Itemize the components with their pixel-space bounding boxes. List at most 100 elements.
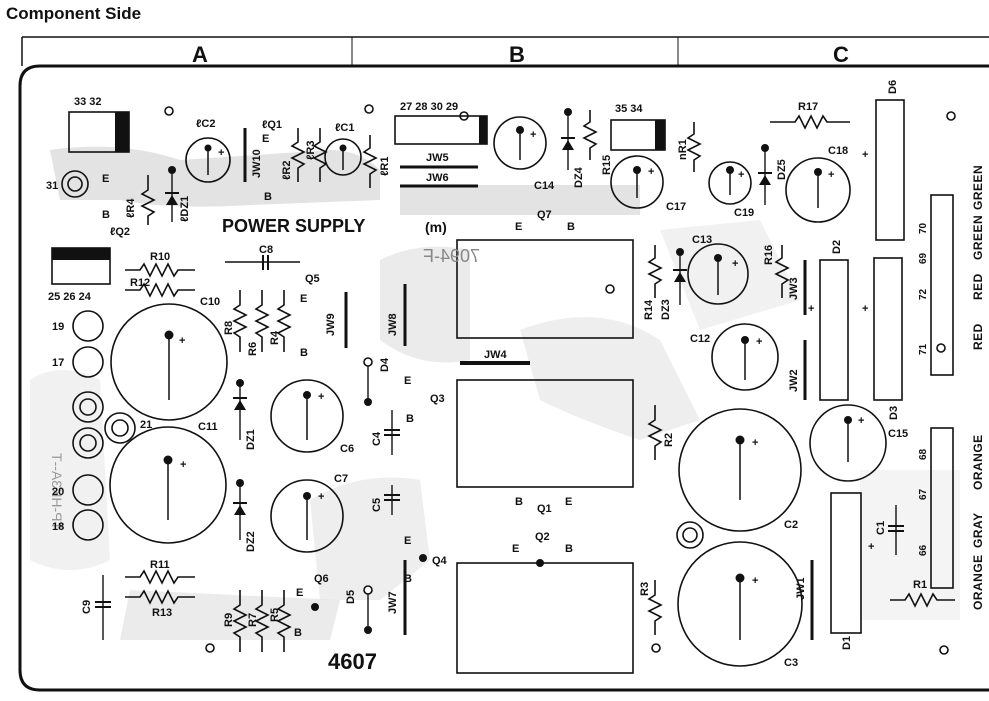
svg-text:JW4: JW4 bbox=[484, 349, 508, 361]
svg-text:E: E bbox=[102, 173, 109, 185]
terminal-block-25-24: 25 26 24 bbox=[48, 247, 111, 303]
svg-text:C4: C4 bbox=[371, 431, 383, 446]
svg-text:ORANGE: ORANGE bbox=[971, 434, 985, 490]
svg-text:+: + bbox=[752, 575, 758, 587]
capacitor-c9: C9 bbox=[81, 575, 111, 640]
svg-text:DZ2: DZ2 bbox=[245, 531, 257, 552]
svg-text:GREEN: GREEN bbox=[971, 215, 985, 260]
transistor-q1-heatsink: B E Q1 bbox=[456, 379, 634, 515]
svg-text:C14: C14 bbox=[534, 180, 555, 192]
capacitor-c19: + C19 bbox=[708, 161, 754, 219]
svg-text:ℓDZ1: ℓDZ1 bbox=[179, 196, 191, 222]
svg-text:Q6: Q6 bbox=[314, 573, 329, 585]
svg-text:E: E bbox=[300, 293, 307, 305]
diode-d2: D2 + bbox=[808, 240, 849, 401]
diode-d3: D3 + bbox=[862, 257, 903, 420]
svg-text:C7: C7 bbox=[334, 473, 348, 485]
svg-text:31: 31 bbox=[46, 180, 58, 192]
svg-text:25 26 24: 25 26 24 bbox=[48, 291, 92, 303]
svg-text:R12: R12 bbox=[130, 277, 150, 289]
svg-text:+: + bbox=[828, 169, 834, 181]
svg-text:+: + bbox=[862, 149, 868, 161]
svg-text:C9: C9 bbox=[81, 600, 93, 614]
svg-text:D4: D4 bbox=[379, 357, 391, 372]
svg-text:R10: R10 bbox=[150, 251, 170, 263]
svg-text:R3: R3 bbox=[639, 582, 651, 596]
board-title: POWER SUPPLY bbox=[222, 216, 365, 236]
svg-text:+: + bbox=[318, 491, 324, 503]
svg-text:66: 66 bbox=[918, 544, 929, 556]
svg-text:R8: R8 bbox=[223, 321, 235, 335]
svg-text:JW10: JW10 bbox=[251, 149, 263, 178]
svg-text:68: 68 bbox=[918, 448, 929, 460]
svg-text:R17: R17 bbox=[798, 101, 818, 113]
svg-text:R1: R1 bbox=[913, 579, 927, 591]
svg-text:B: B bbox=[404, 573, 412, 585]
capacitor-c10: + C10 bbox=[110, 296, 228, 421]
wire-colour-labels: GREEN GREEN RED RED ORANGE GRAY ORANGE bbox=[971, 165, 985, 610]
capacitor-lc1: ℓC1 bbox=[324, 122, 362, 176]
svg-text:Q3: Q3 bbox=[430, 393, 445, 405]
svg-text:+: + bbox=[862, 303, 868, 315]
column-header-bar: A B C bbox=[21, 36, 989, 67]
capacitor-c6: + C6 bbox=[270, 379, 354, 455]
svg-text:B: B bbox=[565, 543, 573, 555]
capacitor-lc2: + ℓC2 bbox=[185, 118, 231, 183]
terminal-block-27-30: 27 28 30 29 bbox=[394, 101, 488, 145]
svg-text:ℓC1: ℓC1 bbox=[335, 122, 354, 134]
svg-text:70: 70 bbox=[918, 222, 929, 234]
svg-text:R15: R15 bbox=[601, 155, 613, 175]
svg-text:D2: D2 bbox=[831, 240, 843, 254]
transistor-q2-heatsink: E Q2 B bbox=[456, 531, 634, 674]
svg-text:ℓR1: ℓR1 bbox=[379, 157, 391, 176]
svg-text:RED: RED bbox=[971, 273, 985, 300]
mirror-text-1: 7094-F bbox=[423, 246, 480, 266]
svg-text:R14: R14 bbox=[643, 299, 655, 320]
terminal-block-33-32: 33 32 bbox=[68, 96, 130, 153]
svg-text:RED: RED bbox=[971, 323, 985, 350]
svg-text:D5: D5 bbox=[345, 590, 357, 604]
svg-text:R13: R13 bbox=[152, 607, 172, 619]
svg-text:E: E bbox=[512, 543, 519, 555]
svg-text:D3: D3 bbox=[888, 406, 900, 420]
svg-text:ℓR2: ℓR2 bbox=[281, 161, 293, 180]
svg-text:B: B bbox=[567, 221, 575, 233]
svg-text:+: + bbox=[318, 391, 324, 403]
svg-text:DZ4: DZ4 bbox=[573, 166, 585, 188]
svg-text:R16: R16 bbox=[763, 245, 775, 265]
capacitor-c4: C4 bbox=[371, 410, 400, 455]
svg-text:C3: C3 bbox=[784, 657, 798, 669]
svg-text:B: B bbox=[264, 191, 272, 203]
connector-70-71: 70 69 72 71 bbox=[918, 194, 954, 376]
svg-text:B: B bbox=[102, 209, 110, 221]
svg-text:E: E bbox=[404, 535, 411, 547]
capacitor-c17: + C17 bbox=[610, 155, 686, 213]
svg-text:72: 72 bbox=[918, 288, 929, 300]
capacitor-c13: + C13 bbox=[687, 234, 749, 305]
capacitor-c3: + C3 bbox=[677, 541, 803, 669]
svg-text:C6: C6 bbox=[340, 443, 354, 455]
svg-text:R9: R9 bbox=[223, 613, 235, 627]
svg-text:67: 67 bbox=[918, 488, 929, 500]
capacitor-c5: C5 bbox=[371, 485, 400, 515]
svg-text:B: B bbox=[294, 627, 302, 639]
svg-text:ℓR4: ℓR4 bbox=[125, 198, 137, 218]
resistor-labels: R10 R12 R11 R13 R8 R6 R4 R9 R7 R5 ℓR4 ℓR… bbox=[125, 101, 927, 627]
svg-text:71: 71 bbox=[918, 343, 929, 355]
svg-text:ℓQ2: ℓQ2 bbox=[110, 226, 130, 238]
svg-text:C11: C11 bbox=[198, 421, 218, 433]
svg-text:JW2: JW2 bbox=[788, 369, 800, 392]
capacitor-c1: C1 bbox=[875, 505, 904, 555]
svg-text:DZ3: DZ3 bbox=[660, 299, 672, 320]
svg-text:Q2: Q2 bbox=[535, 531, 550, 543]
svg-text:C17: C17 bbox=[666, 201, 686, 213]
svg-text:Q4: Q4 bbox=[432, 555, 448, 567]
svg-text:+: + bbox=[180, 459, 186, 471]
svg-text:JW7: JW7 bbox=[387, 591, 399, 614]
svg-text:JW9: JW9 bbox=[325, 313, 337, 336]
diode-d1: D1 + bbox=[830, 492, 874, 650]
svg-text:R2: R2 bbox=[663, 433, 675, 447]
capacitor-c14: + C14 bbox=[493, 116, 555, 192]
svg-text:69: 69 bbox=[918, 252, 929, 264]
